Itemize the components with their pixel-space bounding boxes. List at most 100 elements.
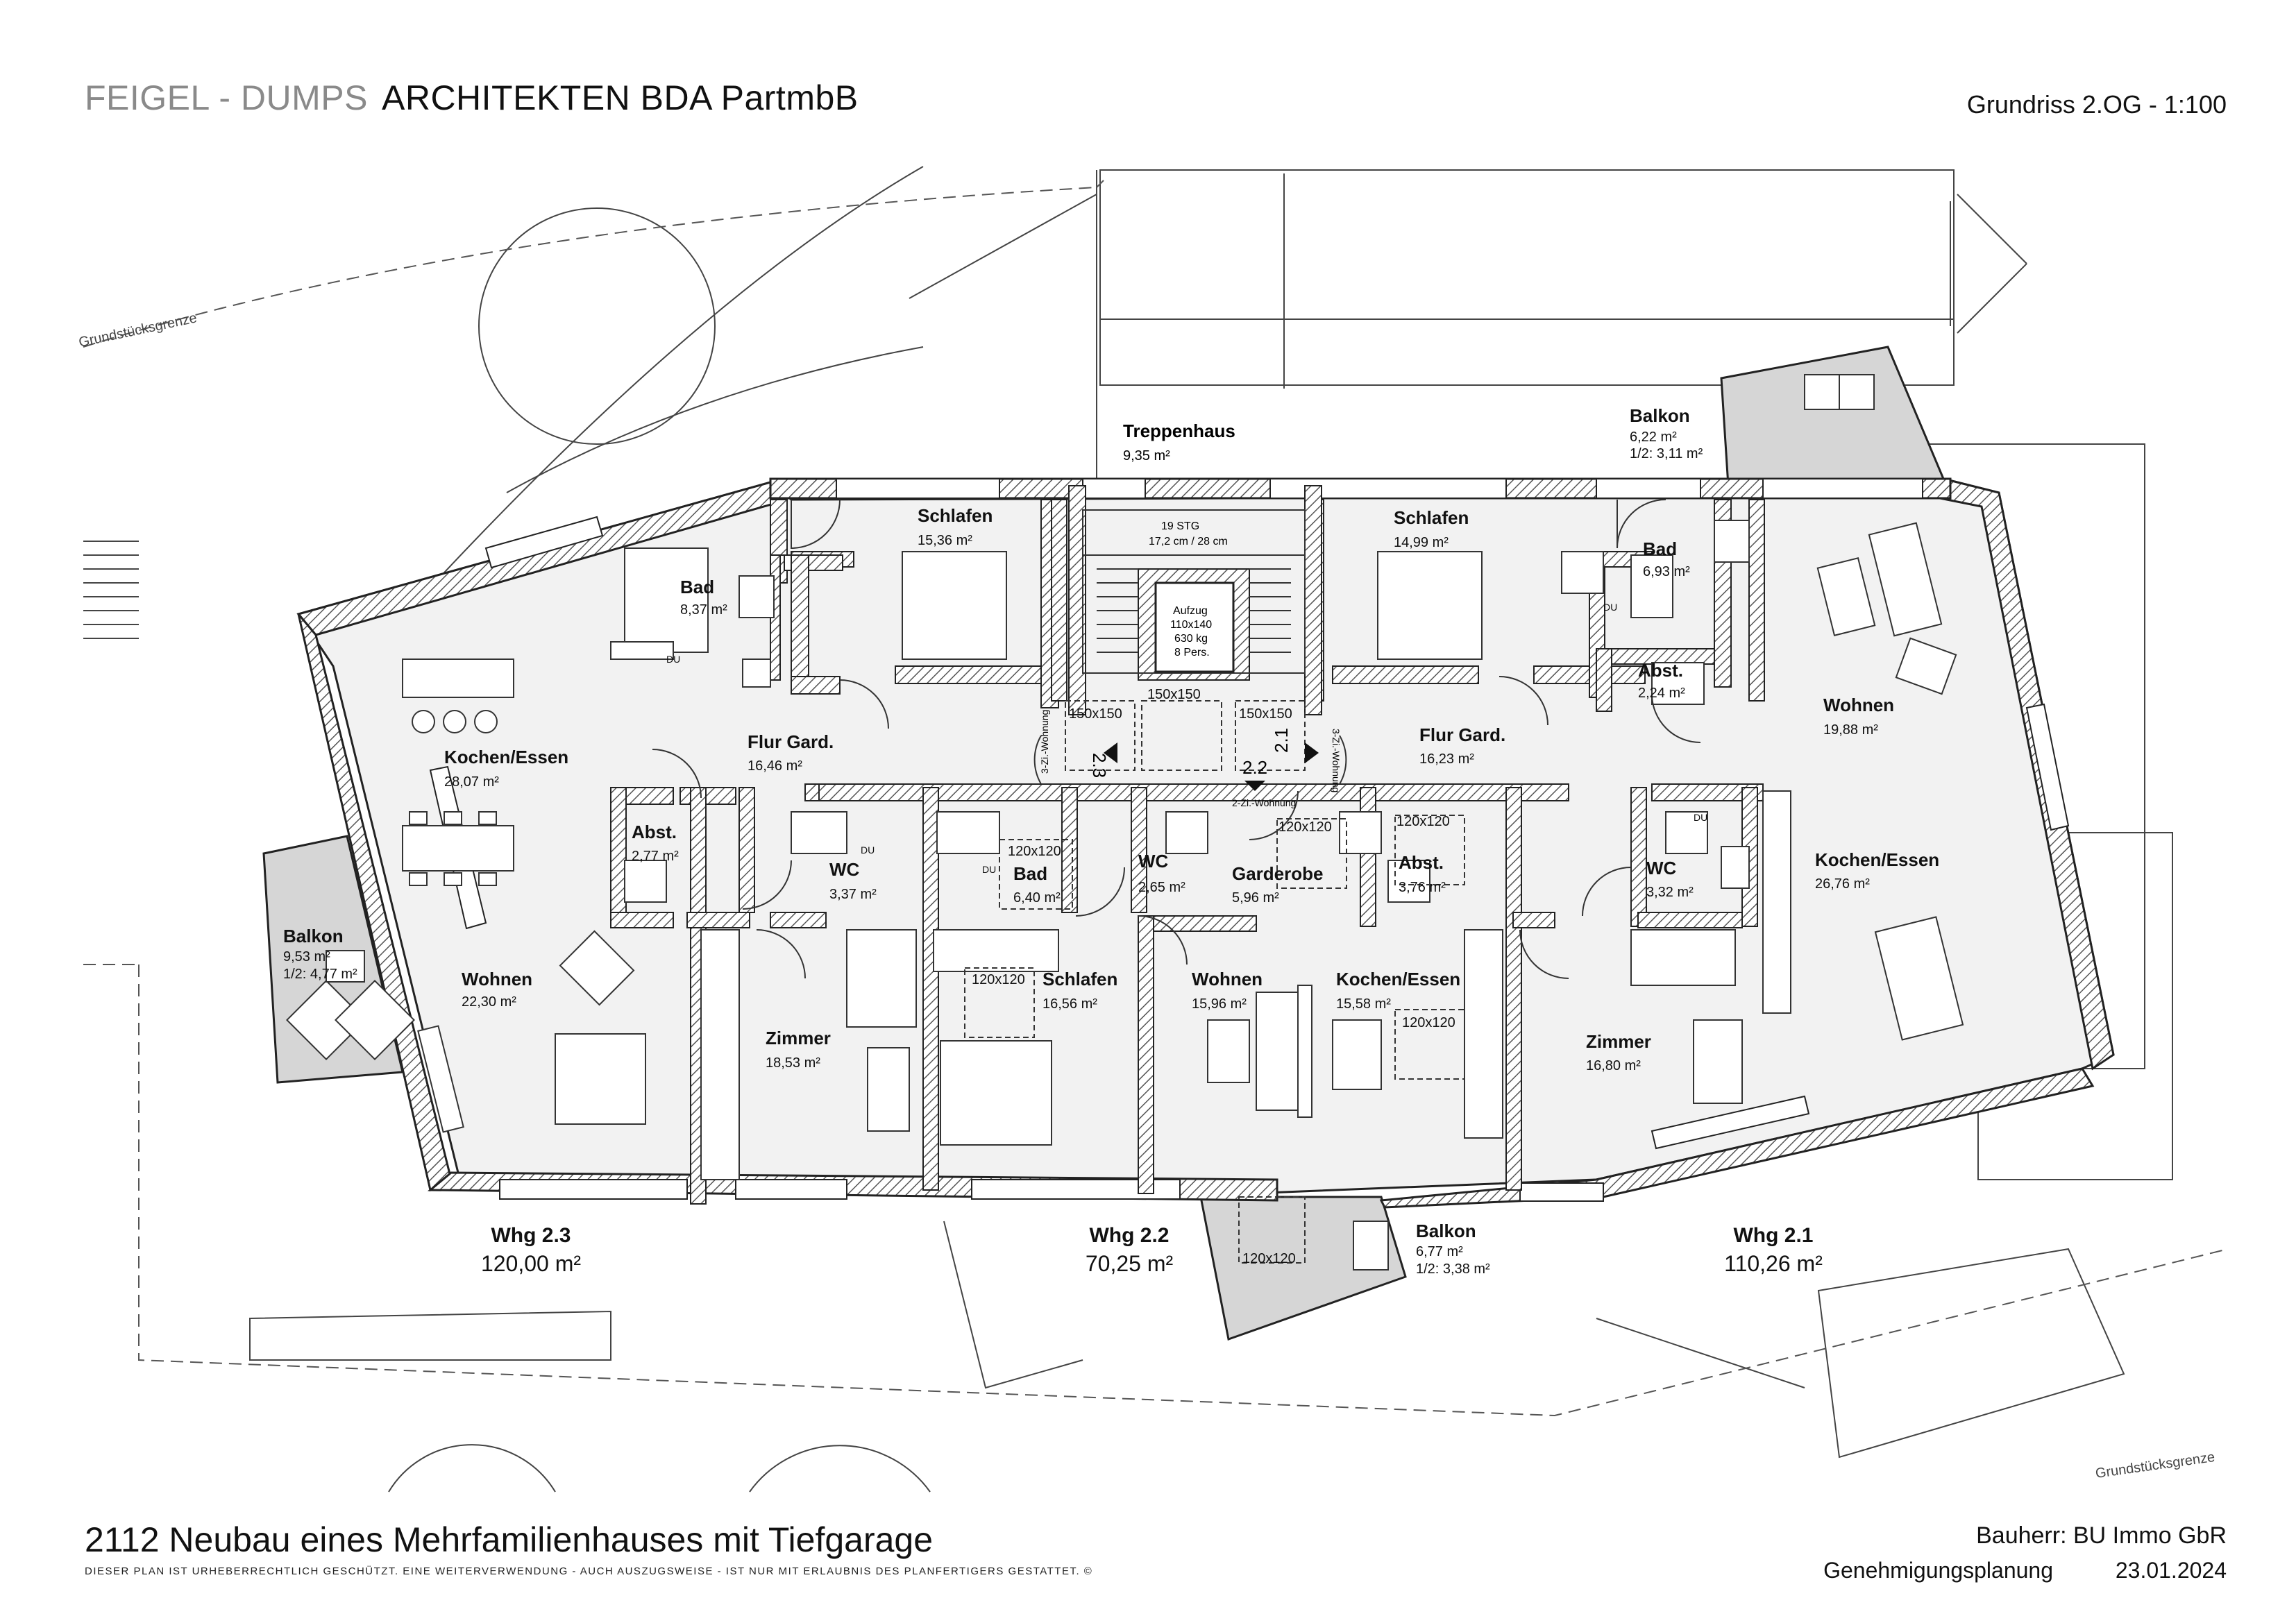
copyright-notice: DIESER PLAN IST URHEBERRECHTLICH GESCHÜT…: [85, 1565, 1093, 1577]
lift-label-4: 8 Pers.: [1174, 647, 1210, 658]
room-name-schlafen-23: Schlafen: [918, 505, 993, 526]
room-name-balkon-22: Balkon: [1416, 1221, 1476, 1241]
room-area-abst-21b: 3,76 m²: [1399, 880, 1446, 895]
client-name: Bauherr: BU Immo GbR: [1976, 1522, 2227, 1549]
room-name-schlafen-22: Schlafen: [1043, 969, 1117, 989]
room-name-wc-23: WC: [829, 859, 860, 880]
du-label-5: DU: [1694, 812, 1707, 823]
du-label-2: DU: [861, 844, 875, 856]
room-area-zimmer-23: 18,53 m²: [766, 1055, 820, 1071]
room-name-wohnen-23: Wohnen: [462, 969, 532, 989]
turn-label-3: 150x150: [1239, 706, 1292, 722]
unit-area-22: 70,25 m²: [1086, 1251, 1174, 1276]
bed-schlafen-22: [940, 1040, 1052, 1146]
firm-name-primary: FEIGEL - DUMPS: [85, 78, 368, 117]
room-name-flur-21: Flur Gard.: [1419, 724, 1505, 745]
sofa-east: [1868, 522, 1943, 637]
stair-area: 9,35 m²: [1123, 448, 1170, 464]
tag-3zi-west: 3-Zi.-Wohnung: [1039, 710, 1050, 774]
furniture: [286, 374, 1964, 1271]
dining-table-east: [1874, 916, 1964, 1041]
room-area-wohnen-21: 19,88 m²: [1823, 722, 1878, 738]
sofa-west: [555, 1033, 646, 1125]
room-name-abst-23: Abst.: [632, 822, 677, 842]
turning-spaces: [964, 700, 1465, 1264]
turn-label-9: 120x120: [1242, 1251, 1296, 1266]
room-area-balkon-22: 6,77 m²: [1416, 1244, 1463, 1259]
tag-2zi: 2-Zi.-Wohnung: [1232, 797, 1296, 808]
room-area-zimmer-21: 16,80 m²: [1586, 1058, 1641, 1073]
room-area-wohnen-22: 15,96 m²: [1192, 996, 1247, 1012]
rooms-unit-22: Bad 6,40 m² WC 2,65 m² Garderobe 5,96 m²…: [1013, 851, 1490, 1277]
kitchen-island-west: [402, 658, 514, 698]
room-name-balkon-21: Balkon: [1630, 405, 1690, 426]
room-name-kochen-23: Kochen/Essen: [444, 747, 568, 767]
room-area-abst-21a: 2,24 m²: [1638, 686, 1685, 701]
kitchen-east: [1762, 790, 1791, 1014]
turn-label-4: 120x120: [1008, 844, 1061, 859]
room-area-schlafen-21: 14,99 m²: [1394, 535, 1449, 550]
room-name-bad-23: Bad: [680, 577, 714, 597]
turn-label-8: 120x120: [1402, 1015, 1455, 1030]
terrace-south: [1817, 1248, 2125, 1459]
balcony-northeast: [1720, 346, 1945, 487]
boundary-label-top: Grundstücksgrenze: [77, 310, 198, 350]
turn-label-2: 150x150: [1147, 687, 1201, 702]
doors: [652, 499, 1701, 979]
room-area-bad-21: 6,93 m²: [1643, 564, 1690, 579]
room-area-wc-22: 2,65 m²: [1138, 880, 1185, 895]
room-area-schlafen-23: 15,36 m²: [918, 533, 972, 548]
plan-date: 23.01.2024: [2115, 1558, 2227, 1583]
unit-markers: [1104, 742, 1319, 791]
stair-name: Treppenhaus: [1123, 420, 1235, 441]
room-name-abst-21a: Abst.: [1638, 660, 1683, 681]
room-name-abst-21b: Abst.: [1399, 852, 1444, 873]
tv-west: [417, 1025, 464, 1133]
path-arc: [506, 346, 924, 493]
room-area-abst-23: 2,77 m²: [632, 849, 679, 864]
room-area-kochen-22: 15,58 m²: [1336, 996, 1391, 1012]
room-area-bad-23: 8,37 m²: [680, 602, 727, 618]
rooms-unit-23: Bad 8,37 m² Schlafen 15,36 m² Kochen/Ess…: [283, 505, 993, 1071]
bed-zimmer-21: [1630, 929, 1736, 986]
tree-bottom-2: [388, 1444, 556, 1493]
room-area-wohnen-23: 22,30 m²: [462, 994, 516, 1010]
turn-label-6: 120x120: [1278, 819, 1332, 835]
room-name-wc-21: WC: [1646, 858, 1677, 878]
du-label-3: DU: [982, 864, 996, 875]
sheet-title: Grundriss 2.OG - 1:100: [1966, 90, 2227, 119]
room-name-flur-23: Flur Gard.: [748, 731, 834, 752]
room-area-kochen-23: 28,07 m²: [444, 774, 499, 790]
marker-label-22: 2.2: [1242, 757, 1267, 778]
stair-steps: 19 STG: [1161, 520, 1199, 532]
room-area-garderobe-22: 5,96 m²: [1232, 890, 1279, 906]
bed-zimmer-23: [846, 929, 917, 1028]
staircase: [1082, 509, 1306, 674]
lift-label-2: 110x140: [1170, 619, 1212, 631]
marker-arrow-22: [1244, 781, 1265, 791]
room-area-wc-23: 3,37 m²: [829, 887, 877, 902]
room-area-schlafen-22: 16,56 m²: [1043, 996, 1097, 1012]
site-line-1: [909, 194, 1097, 299]
lift-label-1: Aufzug: [1173, 605, 1208, 617]
unit-name-23: Whg 2.3: [491, 1224, 571, 1247]
turn-label-5: 120x120: [972, 972, 1025, 987]
firm-name-secondary: ARCHITEKTEN BDA PartmbB: [381, 78, 859, 117]
room-name-wohnen-22: Wohnen: [1192, 969, 1263, 989]
du-label-4: DU: [1603, 602, 1617, 613]
room-area-balkon-21: 6,22 m²: [1630, 430, 1677, 445]
lift-label-3: 630 kg: [1174, 633, 1208, 645]
garage-ramp: [1099, 169, 1955, 386]
room-half-balkon-23: 1/2: 4,77 m²: [283, 967, 357, 982]
turn-label-1: 150x150: [1069, 706, 1122, 722]
unit-name-22: Whg 2.2: [1089, 1224, 1169, 1247]
marker-arrow-21: [1305, 742, 1319, 763]
room-name-balkon-23: Balkon: [283, 926, 344, 946]
dining-table-22: [1332, 1019, 1382, 1090]
room-name-bad-21: Bad: [1643, 538, 1677, 559]
room-area-kochen-21: 26,76 m²: [1815, 876, 1870, 892]
firm-name: FEIGEL - DUMPS ARCHITEKTEN BDA PartmbB: [85, 78, 859, 118]
tree-bottom-1: [749, 1445, 931, 1493]
driveway-curve: [402, 166, 924, 618]
